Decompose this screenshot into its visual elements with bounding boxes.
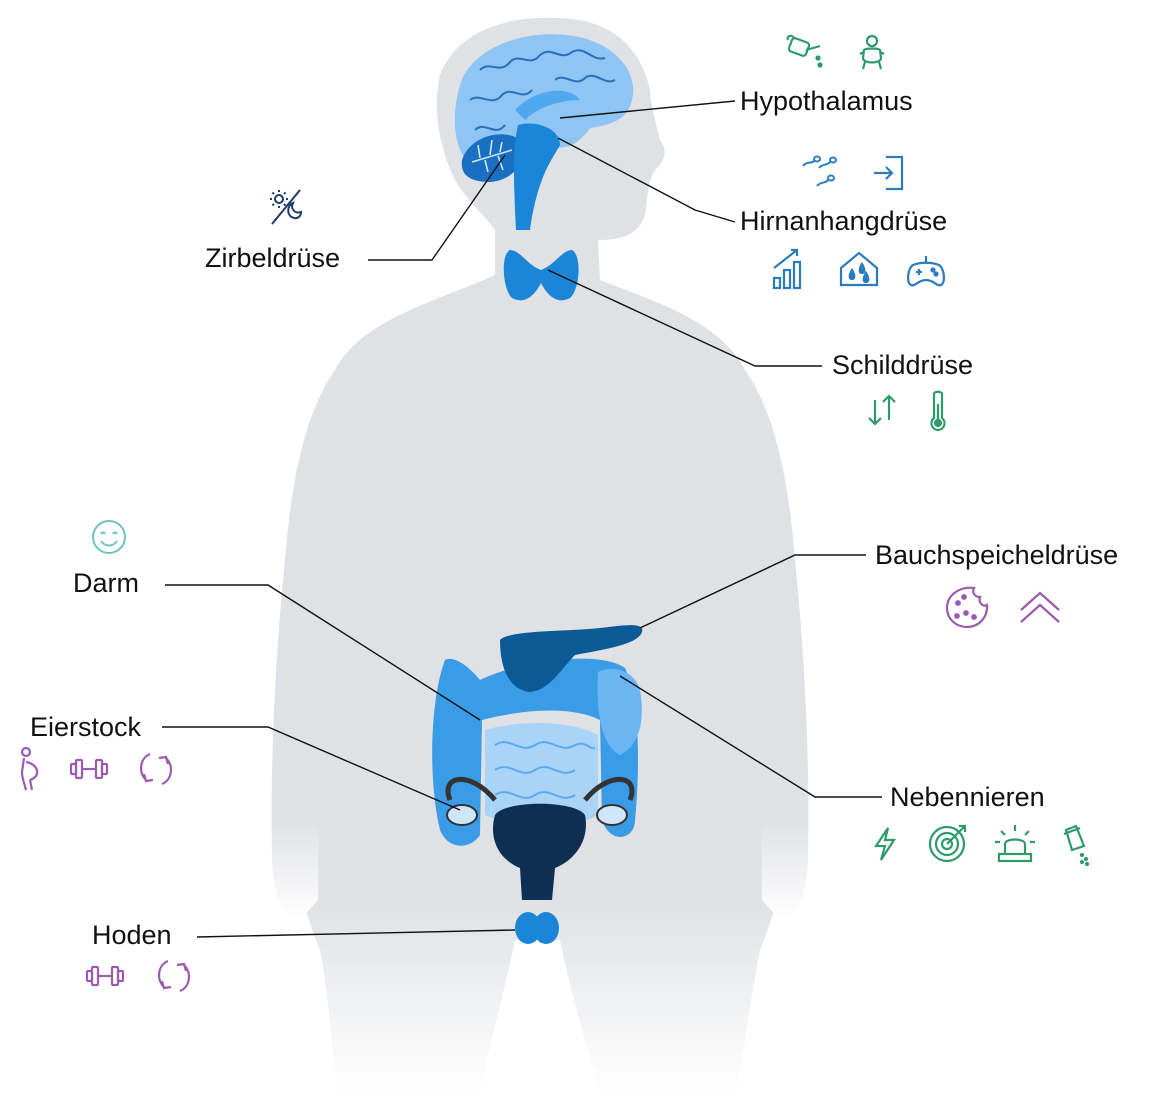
cookie-icon (944, 585, 990, 629)
smiley-icon (90, 518, 128, 556)
right-testis (533, 912, 559, 944)
thermometer-icon (928, 390, 948, 432)
sun-moon-icon (268, 188, 306, 226)
left-ovary (447, 805, 477, 825)
lightning-icon (872, 826, 898, 862)
label-adrenals: Nebennieren (890, 784, 1045, 811)
watering-can-icon (784, 32, 828, 72)
label-pineal: Zirbeldrüse (205, 245, 340, 272)
label-hypothalamus: Hypothalamus (740, 88, 913, 115)
cycle-icon (136, 750, 176, 788)
target-icon (927, 822, 971, 864)
baby-icon (857, 34, 887, 72)
label-thyroid: Schilddrüse (832, 352, 973, 379)
label-pancreas: Bauchspeicheldrüse (875, 542, 1118, 569)
right-ovary (597, 805, 627, 825)
enter-icon (872, 154, 906, 192)
label-testes: Hoden (92, 922, 172, 949)
label-pituitary: Hirnanhangdrüse (740, 208, 947, 235)
alarm-light-icon (993, 822, 1037, 864)
dumbbell-icon (86, 961, 124, 991)
pregnancy-icon (16, 746, 46, 792)
gamepad-icon (906, 254, 946, 288)
growth-chart-icon (771, 246, 809, 290)
label-gut: Darm (73, 570, 139, 597)
cycle-icon (154, 957, 194, 995)
salt-shaker-icon (1058, 824, 1090, 866)
up-down-arrows-icon (865, 392, 899, 428)
house-water-icon (838, 250, 880, 288)
sperm-icon (797, 152, 841, 192)
dumbbell-icon (70, 754, 108, 784)
double-chevron-up-icon (1018, 590, 1062, 624)
label-ovary: Eierstock (30, 714, 141, 741)
